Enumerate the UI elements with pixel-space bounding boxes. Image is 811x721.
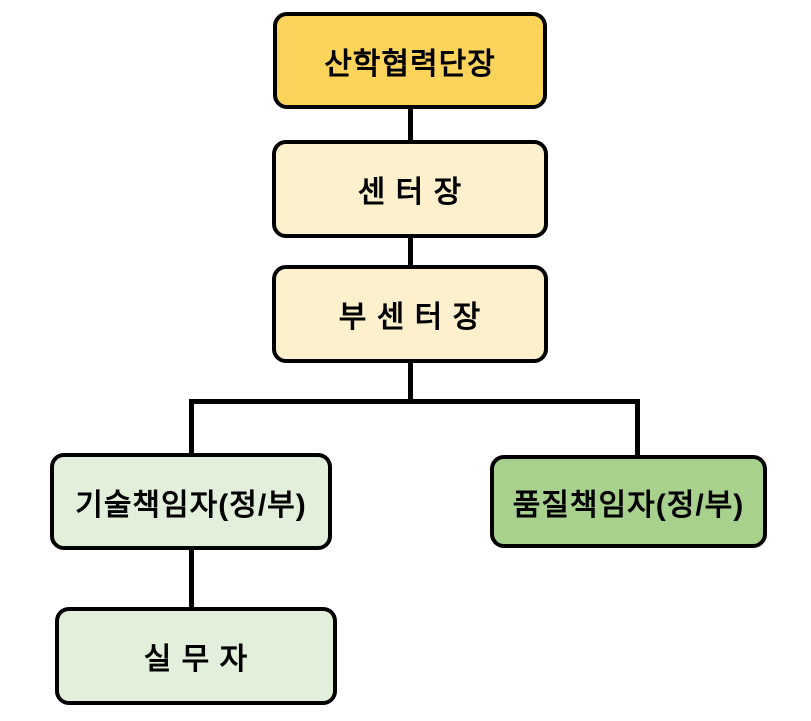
org-node-technical-manager-label: 기술책임자(정/부) <box>75 488 307 522</box>
connector-center-to-vice-center <box>408 234 413 269</box>
connector-branch-to-quality-lead <box>635 399 640 459</box>
org-node-quality-manager-label: 품질책임자(정/부) <box>512 488 745 522</box>
org-node-staff: 실 무 자 <box>55 607 337 705</box>
connector-tech-lead-to-staff <box>189 546 194 611</box>
org-node-quality-manager: 품질책임자(정/부) <box>490 455 767 548</box>
org-node-technical-manager: 기술책임자(정/부) <box>50 453 332 550</box>
org-node-center-director: 센 터 장 <box>272 140 548 238</box>
org-node-head: 산학협력단장 <box>273 12 547 109</box>
org-node-head-label: 산학협력단장 <box>324 47 496 81</box>
org-node-deputy-center-director-label: 부 센 터 장 <box>338 301 482 334</box>
connector-branch-horizontal <box>189 399 640 404</box>
connector-branch-to-tech-lead <box>189 399 194 457</box>
org-node-center-director-label: 센 터 장 <box>357 176 463 209</box>
org-node-deputy-center-director: 부 센 터 장 <box>272 265 548 363</box>
connector-head-to-center <box>408 106 413 144</box>
org-node-staff-label: 실 무 자 <box>143 643 249 676</box>
connector-vice-center-stem <box>408 359 413 404</box>
